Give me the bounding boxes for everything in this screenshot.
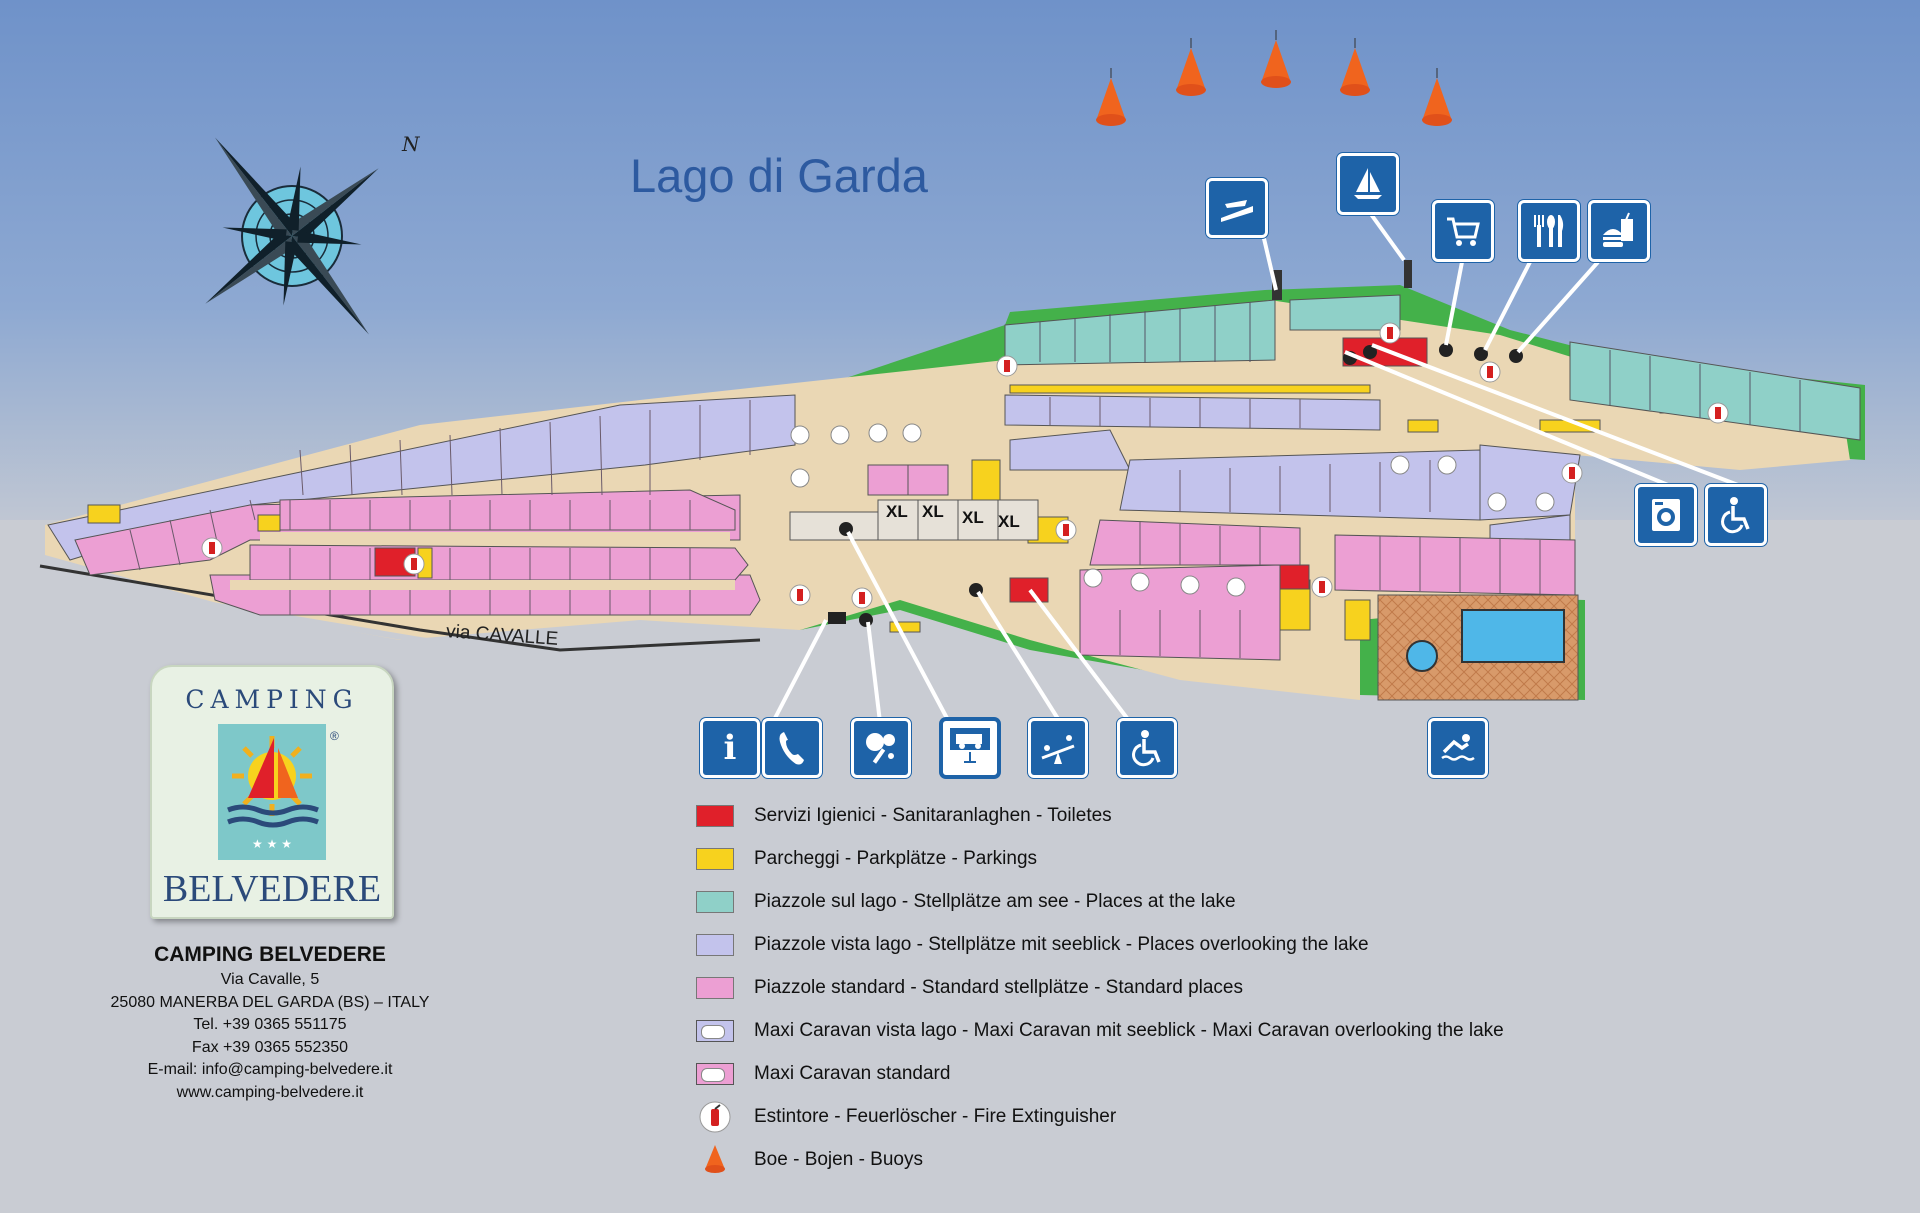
camper-service-icon bbox=[950, 728, 990, 763]
legend-label: Piazzole vista lago - Stellplätze mit se… bbox=[754, 934, 1369, 955]
cutlery-icon bbox=[1534, 215, 1564, 247]
icon-telephone bbox=[762, 718, 822, 778]
icon-disabled-top bbox=[1705, 484, 1767, 546]
svg-text:★ ★ ★: ★ ★ ★ bbox=[252, 837, 292, 851]
table-tennis-icon bbox=[866, 733, 895, 764]
icon-camper-service bbox=[940, 718, 1000, 778]
icon-swimming-pool bbox=[1428, 718, 1488, 778]
legend-item: Servizi Igienici - Sanitaranlaghen - Toi… bbox=[696, 800, 1596, 832]
swimmer-icon bbox=[1441, 734, 1475, 761]
icon-laundry bbox=[1635, 484, 1697, 546]
pool bbox=[1461, 609, 1565, 663]
buoy-icon bbox=[1422, 68, 1452, 126]
icon-restaurant bbox=[1518, 200, 1580, 262]
sailboat-icon bbox=[1354, 168, 1382, 199]
contact-address: CAMPING BELVEDERE Via Cavalle, 5 25080 M… bbox=[70, 943, 470, 1104]
fire-extinguisher-icon bbox=[696, 1100, 734, 1134]
icon-boat-ramp bbox=[1206, 178, 1268, 238]
legend-label: Boe - Bojen - Buoys bbox=[754, 1149, 923, 1170]
legend-label: Parcheggi - Parkplätze - Parkings bbox=[754, 848, 1038, 869]
shopping-cart-icon bbox=[1447, 217, 1480, 246]
camping-logo: CAMPING ® ★ ★ ★ BELVEDERE bbox=[150, 665, 394, 919]
icon-info: i bbox=[700, 718, 760, 778]
company-name: CAMPING BELVEDERE bbox=[154, 943, 386, 966]
legend-item: Piazzole sul lago - Stellplätze am see -… bbox=[696, 886, 1596, 918]
street-address: Via Cavalle, 5 bbox=[220, 971, 320, 988]
icon-snack-bar bbox=[1588, 200, 1650, 262]
icon-table-tennis bbox=[851, 718, 911, 778]
fax-number: Fax +39 0365 552350 bbox=[191, 1038, 349, 1056]
icon-sailing bbox=[1337, 153, 1399, 215]
fast-food-icon bbox=[1603, 212, 1633, 247]
legend-item: Piazzole vista lago - Stellplätze mit se… bbox=[696, 929, 1596, 961]
fire-extinguishers bbox=[201, 322, 1729, 609]
legend-item: Maxi Caravan vista lago - Maxi Caravan m… bbox=[696, 1015, 1596, 1047]
kids-pool bbox=[1406, 640, 1438, 672]
washing-machine-icon bbox=[1652, 499, 1680, 531]
xl-pitch-label: XL bbox=[886, 502, 908, 521]
email-link[interactable]: E-mail: info@camping-belvedere.it bbox=[147, 1061, 393, 1078]
legend-label: Piazzole standard - Standard stellplätze… bbox=[754, 977, 1243, 998]
buoy-icon bbox=[1340, 38, 1370, 96]
icon-disabled-bottom bbox=[1117, 718, 1177, 778]
telephone-number: Tel. +39 0365 551175 bbox=[193, 1016, 347, 1033]
info-icon: i bbox=[723, 728, 737, 768]
legend-label: Estintore - Feuerlöscher - Fire Extingui… bbox=[754, 1106, 1117, 1127]
legend-swatch bbox=[696, 805, 734, 827]
campsite-layout bbox=[39, 208, 1865, 724]
legend-item: Piazzole standard - Standard stellplätze… bbox=[696, 972, 1596, 1004]
legend-item: Parcheggi - Parkplätze - Parkings bbox=[696, 843, 1596, 875]
legend-label: Maxi Caravan standard bbox=[754, 1063, 951, 1084]
lake-name: Lago di Garda bbox=[630, 149, 928, 202]
xl-pitch-label: XL bbox=[962, 508, 984, 527]
buoy-icon bbox=[696, 1143, 734, 1177]
icon-playground bbox=[1028, 718, 1088, 778]
xl-pitch-label: XL bbox=[922, 502, 944, 521]
legend-swatch bbox=[696, 977, 734, 999]
telephone-icon bbox=[779, 732, 804, 765]
caravan-swatch-icon bbox=[696, 1020, 734, 1042]
logo-bottom-text: BELVEDERE bbox=[162, 868, 382, 910]
compass-rose-icon bbox=[205, 137, 379, 335]
city-address: 25080 MANERBA DEL GARDA (BS) – ITALY bbox=[110, 993, 430, 1011]
logo-top-text: CAMPING bbox=[185, 685, 359, 714]
legend-item: Boe - Bojen - Buoys bbox=[696, 1144, 1596, 1176]
xl-pitch-label: XL bbox=[998, 512, 1020, 531]
icon-shop bbox=[1432, 200, 1494, 262]
caravan-swatch-icon bbox=[696, 1063, 734, 1085]
legend-item: Estintore - Feuerlöscher - Fire Extingui… bbox=[696, 1101, 1596, 1133]
buoy-icon bbox=[1261, 30, 1291, 88]
buoy-icon bbox=[1176, 38, 1206, 96]
legend-swatch bbox=[696, 891, 734, 913]
boat-ramp-icon bbox=[1221, 200, 1253, 222]
playground-icon bbox=[1041, 735, 1075, 764]
buoys bbox=[1096, 30, 1452, 126]
logo-registered-mark: ® bbox=[330, 729, 339, 743]
legend-swatch bbox=[696, 848, 734, 870]
legend-item: Maxi Caravan standard bbox=[696, 1058, 1596, 1090]
compass-north-label: N bbox=[402, 132, 420, 156]
sun-sailboat-logo-icon: ★ ★ ★ bbox=[218, 724, 326, 860]
wheelchair-icon bbox=[1132, 730, 1161, 767]
legend-label: Servizi Igienici - Sanitaranlaghen - Toi… bbox=[754, 805, 1112, 826]
buoy-icon bbox=[1096, 68, 1126, 126]
legend-swatch bbox=[696, 934, 734, 956]
wheelchair-icon bbox=[1721, 497, 1750, 534]
website-link[interactable]: www.camping-belvedere.it bbox=[176, 1083, 364, 1101]
legend-label: Piazzole sul lago - Stellplätze am see -… bbox=[754, 891, 1236, 912]
legend-label: Maxi Caravan vista lago - Maxi Caravan m… bbox=[754, 1020, 1504, 1041]
